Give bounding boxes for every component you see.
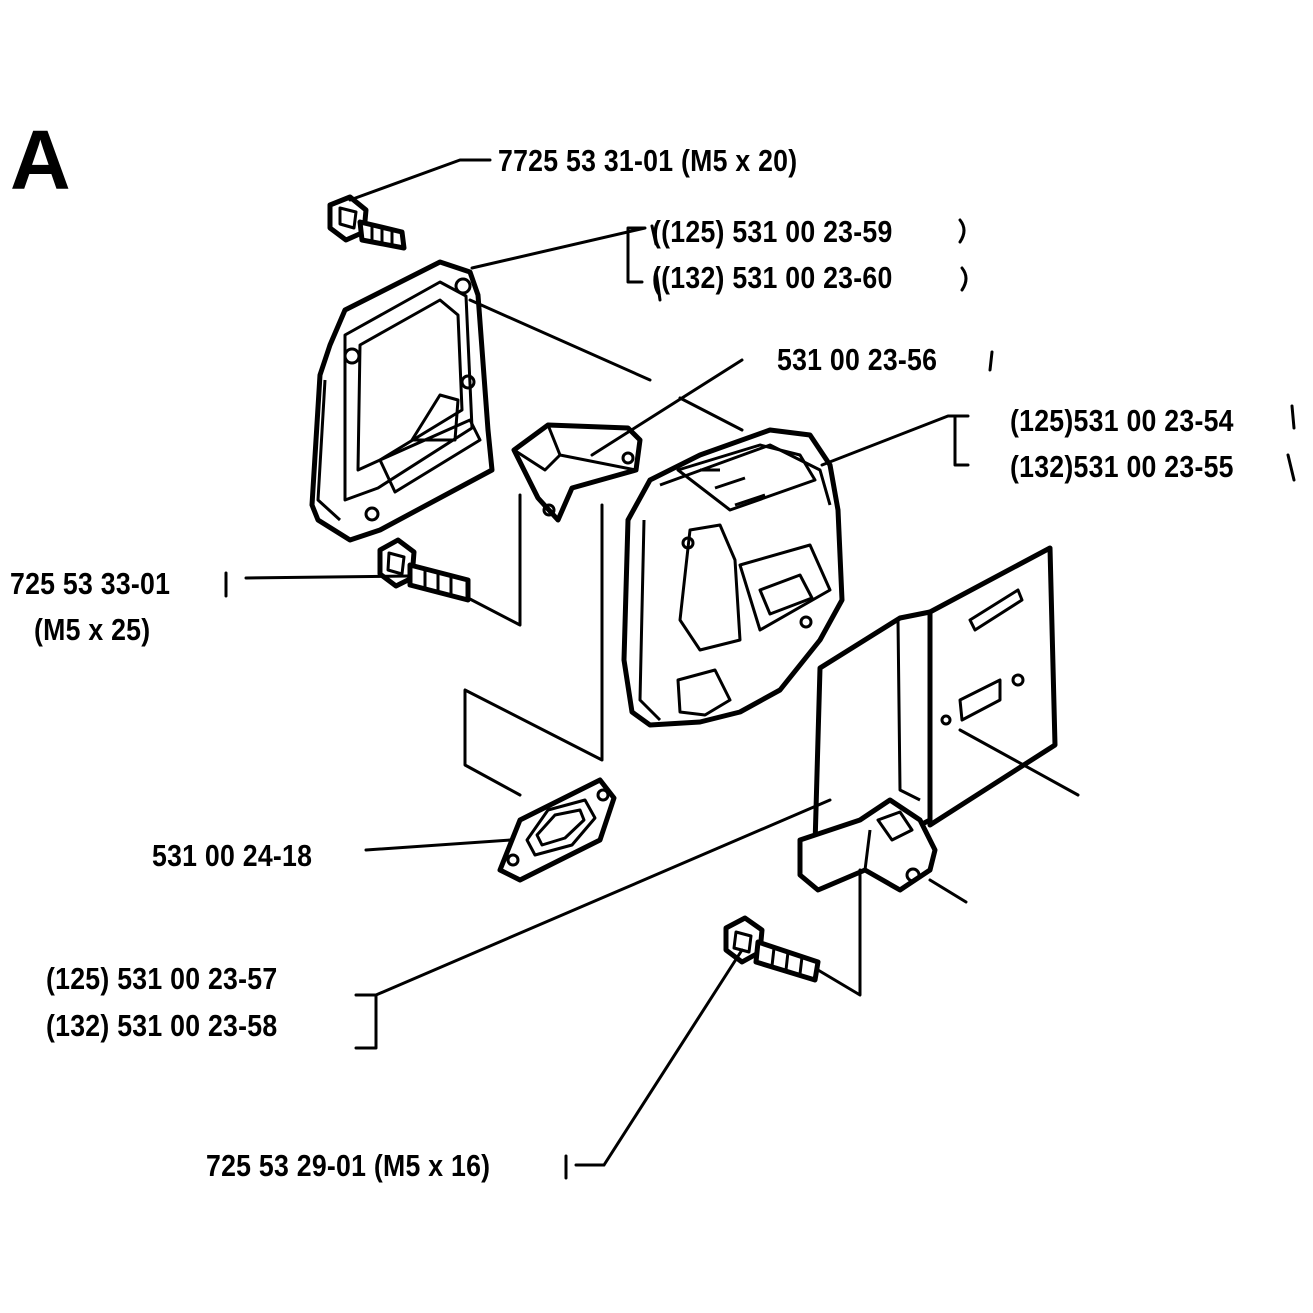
bracket-part <box>511 422 643 523</box>
label-gasket: 531 00 24-18 <box>152 838 313 873</box>
label-fragments <box>224 218 1296 1180</box>
label-screw-left-size: (M5 x 25) <box>34 612 151 647</box>
label-plate-132: (132) 531 00 23-58 <box>46 1008 278 1043</box>
label-cover-132: ((132) 531 00 23-60 <box>652 260 893 295</box>
label-cover-125: ((125) 531 00 23-59 <box>652 214 893 249</box>
screw-left <box>377 537 471 603</box>
gasket-part <box>497 777 617 883</box>
leader-lines <box>244 158 970 1167</box>
muffler-body <box>621 427 845 728</box>
screw-top <box>327 194 407 251</box>
label-bracket: 531 00 23-56 <box>777 342 938 377</box>
label-screw-top: 7725 53 31-01 (M5 x 20) <box>498 143 798 178</box>
plate-part <box>797 545 1058 893</box>
screw-bottom <box>723 915 821 983</box>
label-muffler-132: (132)531 00 23-55 <box>1010 449 1234 484</box>
label-screw-bottom: 725 53 29-01 (M5 x 16) <box>206 1148 491 1183</box>
label-plate-125: (125) 531 00 23-57 <box>46 961 278 996</box>
label-muffler-125: (125)531 00 23-54 <box>1010 403 1234 438</box>
section-letter: A <box>10 113 71 207</box>
assembly-lines <box>463 298 1080 997</box>
label-screw-left-number: 725 53 33-01 <box>10 566 171 601</box>
muffler-cover <box>309 259 495 543</box>
